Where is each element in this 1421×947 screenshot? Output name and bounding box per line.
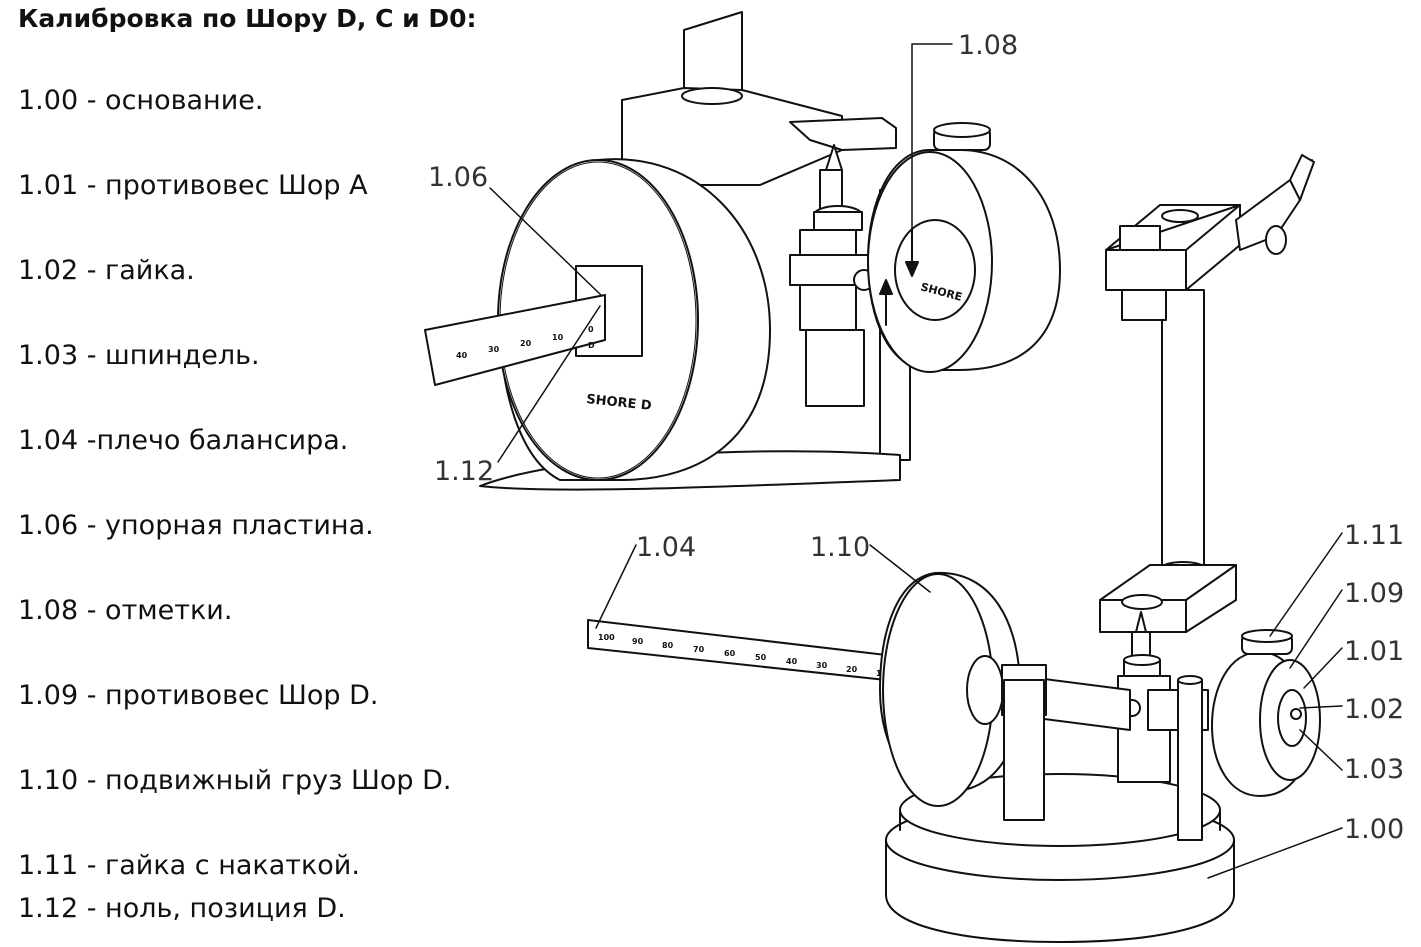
legend-item-1-09: 1.09 - противовес Шор D. [18, 680, 379, 711]
counterweight-shore-d [1211, 629, 1321, 797]
lower-tick-40: 40 [786, 657, 798, 666]
upper-scale-arm: 40 30 20 10 0 D [424, 294, 606, 386]
upper-counterweight: SHORE [867, 122, 1061, 373]
callout-1-04: 1.04 [636, 532, 696, 563]
legend-item-1-11: 1.11 - гайка с накаткой. [18, 850, 360, 881]
lower-tick-20: 20 [846, 665, 858, 674]
callout-1-08: 1.08 [958, 30, 1018, 61]
upper-tick-30: 30 [488, 345, 500, 354]
upper-tick-40: 40 [456, 351, 468, 360]
legend-item-1-02: 1.02 - гайка. [18, 255, 195, 286]
small-post [1177, 675, 1203, 841]
legend-item-1-00: 1.00 - основание. [18, 85, 264, 116]
callout-1-09: 1.09 [1344, 578, 1404, 609]
upper-bracket [621, 11, 897, 441]
leader-1-08 [911, 43, 953, 251]
callout-1-11: 1.11 [1344, 520, 1404, 551]
lower-tick-60: 60 [724, 649, 736, 658]
base-cylinder [885, 773, 1235, 943]
legend-item-1-06: 1.06 - упорная пластина. [18, 510, 374, 541]
lower-tick-90: 90 [632, 637, 644, 646]
legend-item-1-04: 1.04 -плечо балансира. [18, 425, 349, 456]
callout-1-10: 1.10 [810, 532, 870, 563]
legend-item-1-10: 1.10 - подвижный груз Шор D. [18, 765, 452, 796]
lower-clamp [1099, 564, 1237, 633]
upper-tick-10: 10 [552, 333, 564, 342]
page-title: Калибровка по Шору D, C и D0: [18, 4, 477, 33]
legend-item-1-12: 1.12 - ноль, позиция D. [18, 893, 346, 924]
lower-tick-50: 50 [755, 653, 767, 662]
legend-item-1-08: 1.08 - отметки. [18, 595, 233, 626]
disc-label-shore-d: SHORE D [586, 392, 653, 414]
callout-1-12: 1.12 [434, 456, 494, 487]
main-column [1161, 289, 1205, 581]
legend-item-1-03: 1.03 - шпиндель. [18, 340, 260, 371]
leader-lines [489, 187, 1343, 879]
lower-tick-30: 30 [816, 661, 828, 670]
callout-labels: 1.08 1.06 1.12 1.04 1.10 1.11 1.09 1.01 … [428, 30, 1404, 845]
lower-scale-arm: 100 90 80 70 60 50 40 30 20 1 [587, 619, 887, 681]
callout-1-03: 1.03 [1344, 754, 1404, 785]
movable-weight [879, 571, 1047, 821]
upper-tick-d: D [588, 341, 595, 350]
upper-large-disc: SHORE D [497, 158, 771, 481]
upper-detail-view: SHORE D 40 30 20 10 0 D SH [424, 11, 1061, 491]
callout-1-01: 1.01 [1344, 636, 1404, 667]
top-clamp [1105, 154, 1315, 321]
callout-1-00: 1.00 [1344, 814, 1404, 845]
upper-tick-0: 0 [588, 325, 594, 334]
lower-tick-70: 70 [693, 645, 705, 654]
main-assembly: 100 90 80 70 60 50 40 30 20 1 [489, 154, 1343, 943]
legend-item-1-01: 1.01 - противовес Шор А [18, 170, 368, 201]
lower-tick-80: 80 [662, 641, 674, 650]
lower-tick-1: 1 [876, 669, 882, 678]
lower-tick-100: 100 [598, 633, 615, 642]
callout-1-02: 1.02 [1344, 694, 1404, 725]
upper-tick-20: 20 [520, 339, 532, 348]
callout-1-06: 1.06 [428, 162, 488, 193]
